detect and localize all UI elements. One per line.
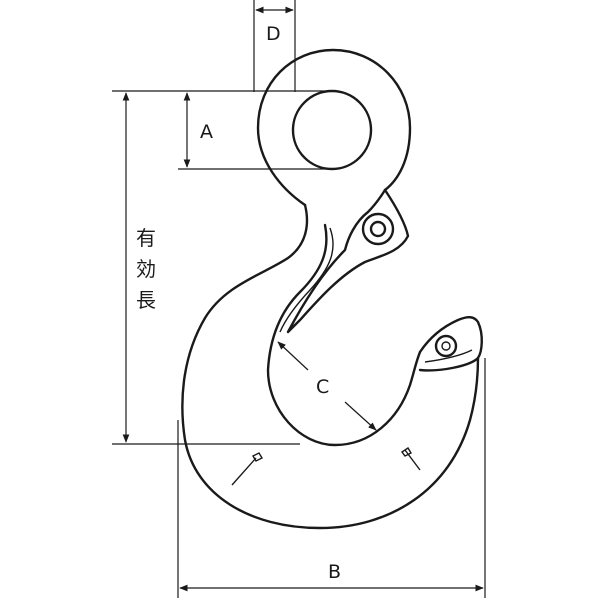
dimension-a: A bbox=[112, 90, 332, 170]
latch-pivot-inner bbox=[369, 220, 387, 238]
tip-pin-outer bbox=[434, 334, 458, 358]
b-label: B bbox=[328, 561, 341, 583]
hook-outer-back bbox=[181, 203, 480, 530]
hook-eye bbox=[256, 48, 412, 207]
safety-latch bbox=[286, 188, 458, 358]
eye-inner-hole bbox=[291, 89, 373, 171]
section-mark-right bbox=[404, 449, 421, 471]
dimension-b: B bbox=[177, 358, 486, 598]
c-arrow-lower bbox=[344, 401, 377, 431]
a-label: A bbox=[200, 121, 213, 143]
shank-edge bbox=[279, 227, 334, 333]
effective-length-char-1: 有 bbox=[136, 226, 156, 250]
effective-length-char-2: 効 bbox=[136, 257, 156, 281]
tip-inner-line bbox=[424, 349, 473, 363]
latch-pivot-outer bbox=[361, 212, 395, 246]
dimension-effective-length: 有 効 長 bbox=[112, 92, 300, 445]
section-tick-left bbox=[252, 452, 263, 462]
hook-body bbox=[181, 203, 483, 530]
latch-body bbox=[286, 188, 410, 334]
hook-tip bbox=[418, 316, 483, 372]
eye-outer-ring bbox=[256, 48, 412, 207]
dimension-c: C bbox=[277, 341, 377, 431]
tip-pin-inner bbox=[441, 341, 451, 351]
section-tick-right bbox=[400, 447, 412, 457]
dimension-d: D bbox=[253, 0, 296, 92]
hook-inner-throat bbox=[266, 223, 422, 447]
d-label: D bbox=[266, 23, 281, 45]
section-mark-left bbox=[231, 457, 257, 486]
c-label: C bbox=[316, 376, 329, 398]
effective-length-char-3: 長 bbox=[136, 288, 156, 312]
section-marks bbox=[231, 447, 421, 486]
c-arrow-upper bbox=[277, 341, 309, 371]
